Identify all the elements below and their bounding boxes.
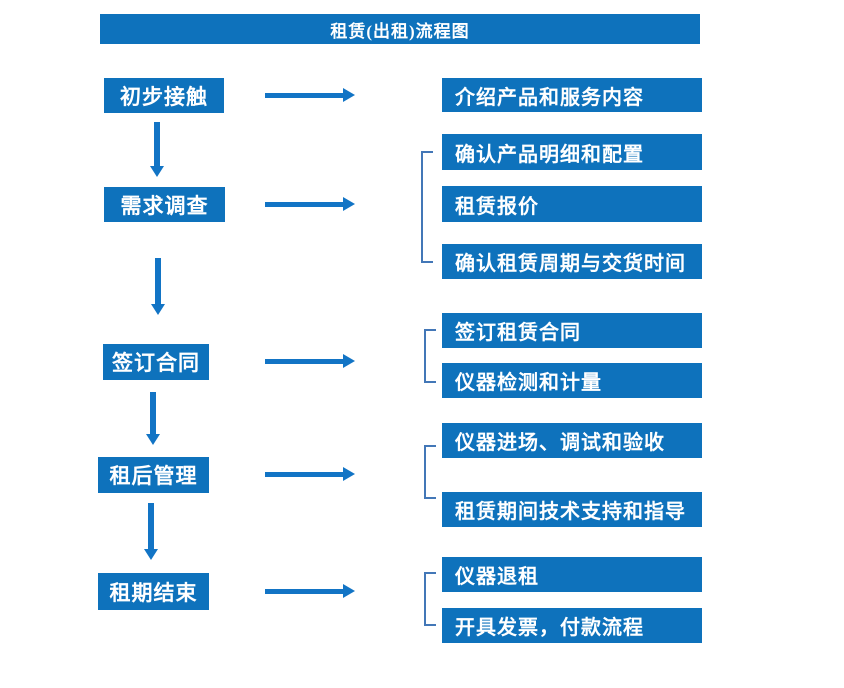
arrow-down-icon: [151, 258, 165, 315]
arrow-down-icon: [150, 122, 164, 177]
bracket-group-2: [421, 151, 433, 263]
arrow-right-icon: [265, 354, 355, 368]
arrow-right-icon: [265, 467, 355, 481]
detail-box-confirm-product-spec: 确认产品明细和配置: [442, 134, 702, 170]
step-box-initial-contact: 初步接触: [104, 78, 224, 113]
detail-box-tech-support: 租赁期间技术支持和指导: [442, 492, 702, 527]
bracket-group-5: [424, 572, 436, 626]
detail-box-confirm-period: 确认租赁周期与交货时间: [442, 244, 702, 279]
detail-box-instrument-return: 仪器退租: [442, 557, 702, 592]
detail-box-introduce-products: 介绍产品和服务内容: [442, 78, 702, 112]
bracket-group-3: [424, 329, 436, 383]
detail-box-instrument-setup: 仪器进场、调试和验收: [442, 423, 702, 458]
arrow-down-icon: [144, 503, 158, 560]
step-box-sign-contract: 签订合同: [103, 344, 209, 380]
arrow-right-icon: [265, 197, 355, 211]
step-box-post-rental-mgmt: 租后管理: [98, 457, 209, 493]
step-box-demand-survey: 需求调查: [104, 187, 225, 222]
detail-box-sign-rental-contract: 签订租赁合同: [442, 313, 702, 348]
arrow-down-icon: [146, 392, 160, 445]
detail-box-rental-quote: 租赁报价: [442, 186, 702, 222]
detail-box-instrument-testing: 仪器检测和计量: [442, 363, 702, 398]
arrow-right-icon: [265, 584, 355, 598]
flowchart-title: 租赁(出租)流程图: [100, 14, 700, 44]
bracket-group-4: [424, 445, 436, 499]
step-box-rental-end: 租期结束: [98, 573, 209, 610]
arrow-right-icon: [265, 88, 355, 102]
detail-box-invoice-payment: 开具发票，付款流程: [442, 608, 702, 643]
